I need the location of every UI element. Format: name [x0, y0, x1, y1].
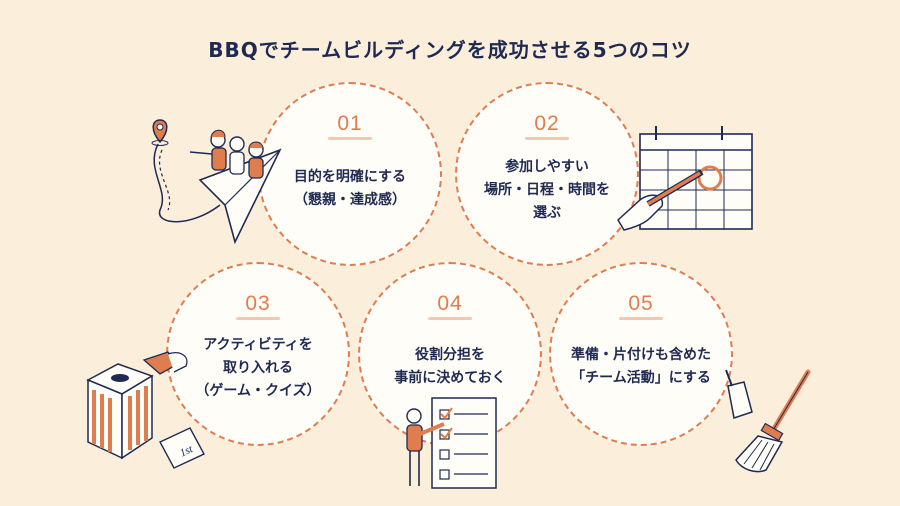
page-title: BBQでチームビルディングを成功させる5つのコツ	[208, 38, 692, 62]
tip-text-line: アクティビティを	[203, 337, 313, 353]
person-icon	[406, 408, 445, 486]
tip-text-line: （ゲーム・クイズ）	[195, 383, 321, 399]
tip-text-line: 事前に決めておく	[394, 370, 506, 386]
tip-number: 05	[551, 292, 731, 320]
person-icon	[189, 129, 227, 171]
person-icon	[248, 141, 264, 179]
lottery-box-illustration: 1st	[86, 351, 205, 469]
calendar-icon	[639, 126, 753, 230]
tip-text: アクティビティを 取り入れる （ゲーム・クイズ）	[176, 334, 340, 403]
tip-number: 04	[360, 292, 540, 320]
tip-number: 03	[168, 292, 348, 320]
tip-text-line: 準備・片付けも含めた	[571, 347, 711, 363]
tip-circle-02: 02 参加しやすい 場所・日程・時間を 選ぶ	[455, 82, 639, 266]
broom-icon	[735, 369, 811, 473]
person-icon	[229, 136, 245, 175]
checklist-illustration	[406, 397, 497, 489]
tip-text-line: 参加しやすい	[505, 159, 589, 175]
lottery-box-icon	[86, 363, 154, 460]
tip-text-line: 役割分担を	[415, 347, 485, 363]
checklist-icon	[431, 397, 497, 489]
tip-text-line: 「チーム活動」にする	[571, 370, 711, 386]
tip-text: 役割分担を 事前に決めておく	[368, 344, 532, 390]
tip-text-line: 選ぶ	[533, 205, 561, 221]
team-paper-plane-illustration	[151, 119, 282, 245]
dustpan-icon	[725, 369, 753, 419]
tip-text: 準備・片付けも含めた 「チーム活動」にする	[559, 344, 723, 390]
tip-text-line: （懇親・達成感）	[294, 192, 406, 208]
tip-number: 01	[260, 112, 440, 140]
hand-icon	[142, 351, 188, 375]
tip-number: 02	[457, 112, 637, 140]
ticket-label: 1st	[178, 443, 196, 460]
hand-with-pen-icon	[617, 169, 704, 231]
tip-circle-05: 05 準備・片付けも含めた 「チーム活動」にする	[549, 262, 733, 446]
tip-text: 目的を明確にする （懇親・達成感）	[268, 166, 432, 212]
tip-text-line: 場所・日程・時間を	[484, 182, 610, 198]
map-pin-icon	[151, 119, 169, 146]
ticket-icon: 1st	[159, 427, 205, 469]
cleaning-tools-illustration	[725, 369, 811, 473]
tip-circle-01: 01 目的を明確にする （懇親・達成感）	[258, 82, 442, 266]
tip-text-line: 目的を明確にする	[293, 169, 407, 185]
tip-text-line: 取り入れる	[223, 360, 293, 376]
calendar-illustration	[617, 126, 753, 231]
tip-text: 参加しやすい 場所・日程・時間を 選ぶ	[465, 156, 629, 225]
